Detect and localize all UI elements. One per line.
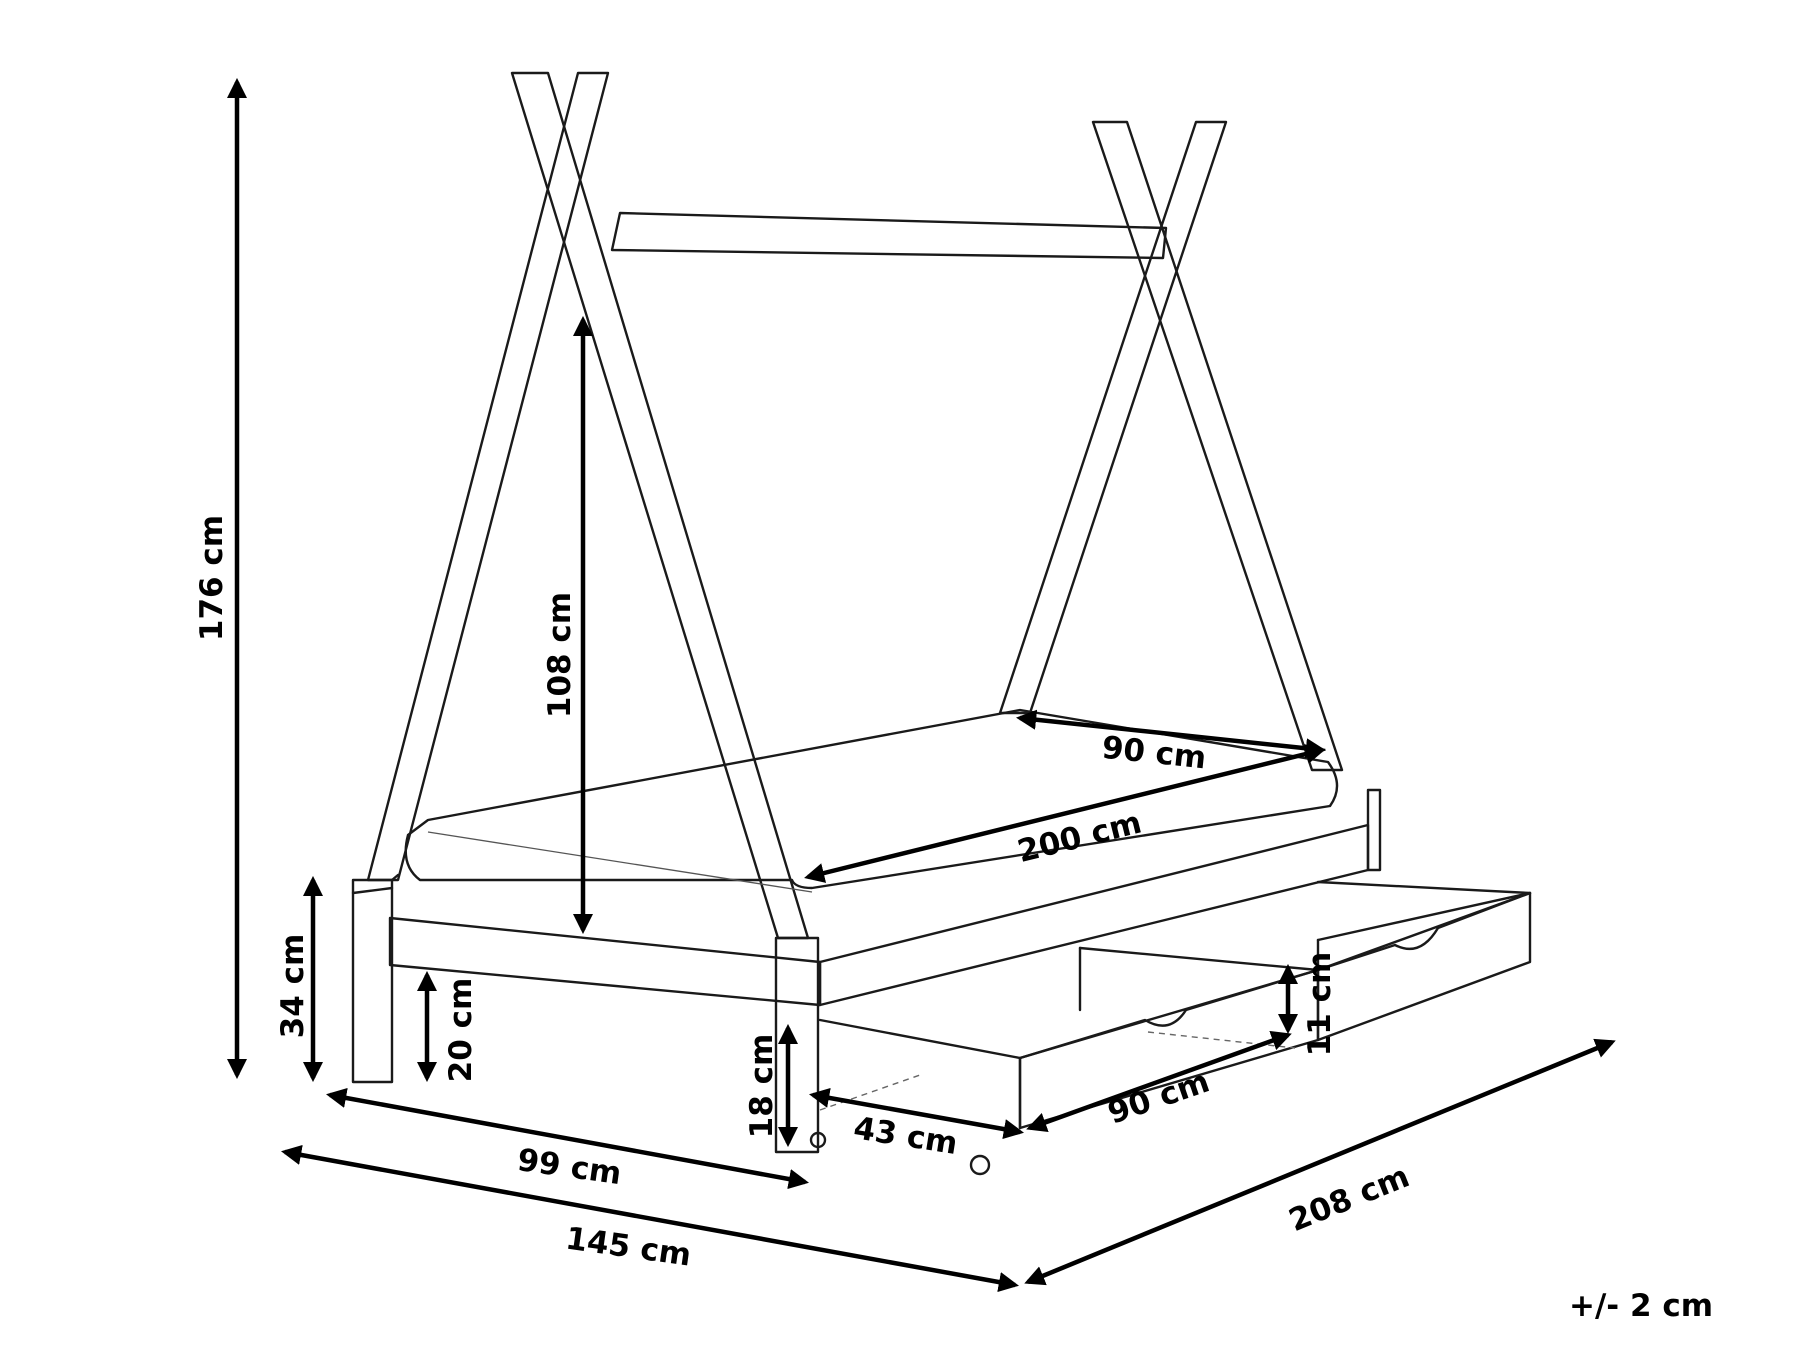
label-145: 145 cm: [563, 1220, 693, 1273]
drawer-right-top-edge: [1316, 891, 1532, 972]
front-left-leg: [351, 878, 394, 1084]
dim-line-208: [1024, 1038, 1616, 1286]
label-90-drawer: 90 cm: [1103, 1063, 1214, 1131]
dim-line-200: [804, 744, 1326, 883]
mattress-seam: [427, 831, 813, 893]
front-right-leg: [774, 936, 820, 1154]
front-right-pole: [510, 71, 810, 940]
mattress: [404, 708, 1339, 890]
dimension-lines: [226, 77, 1616, 1293]
dim-line-90-drawer: [1026, 1030, 1292, 1133]
drawer-right-front: [1316, 891, 1532, 1042]
label-11: 11 cm: [1302, 952, 1338, 1057]
front-left-pole: [366, 71, 610, 882]
label-108: 108 cm: [542, 592, 578, 718]
label-tolerance: +/- 2 cm: [1569, 1288, 1713, 1324]
dimension-labels: 176 cm 108 cm 90 cm 200 cm 34 cm 20 cm 9…: [194, 515, 1713, 1324]
back-right-pole: [1091, 120, 1344, 772]
drawer-castor: [969, 1154, 991, 1176]
label-200: 200 cm: [1014, 805, 1145, 870]
ridge-beam: [610, 211, 1168, 260]
label-34: 34 cm: [275, 934, 311, 1039]
bed-drawing: [351, 71, 1532, 1176]
dim-line-145: [281, 1144, 1019, 1293]
label-176: 176 cm: [194, 515, 230, 641]
drawer-left-top-edge: [1018, 968, 1320, 1060]
back-right-leg: [1366, 788, 1382, 872]
label-20: 20 cm: [443, 978, 479, 1083]
dim-line-43: [809, 1087, 1024, 1140]
label-99: 99 cm: [515, 1142, 624, 1192]
label-18: 18 cm: [744, 1034, 780, 1139]
